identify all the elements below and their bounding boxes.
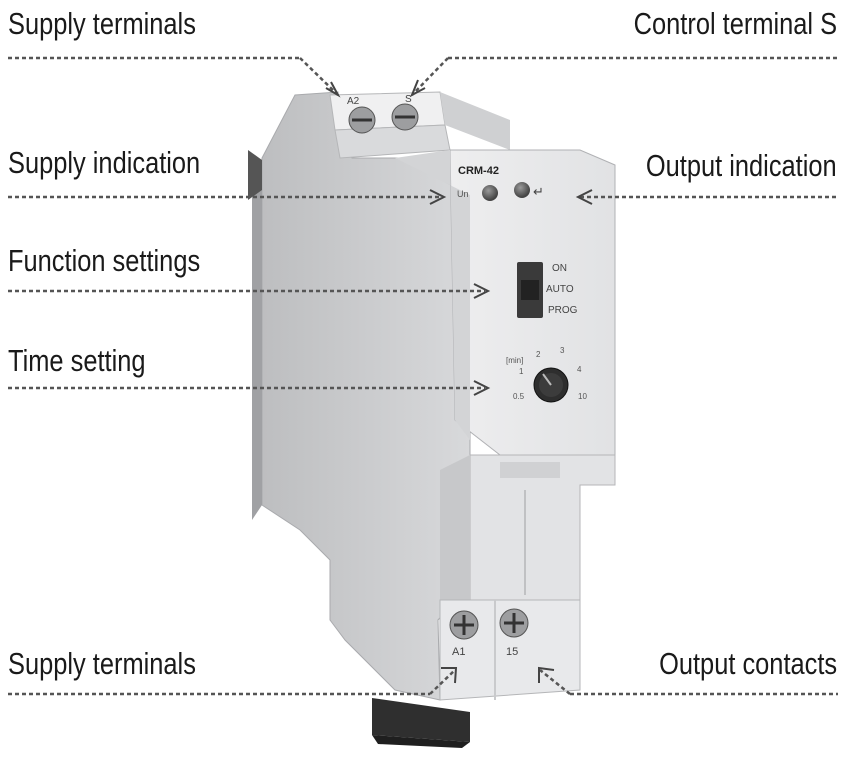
leader-supply-bottom-diag [429, 669, 456, 695]
function-switch[interactable] [517, 262, 543, 318]
terminal-label-a2: A2 [347, 96, 360, 107]
dial-scale-2: 2 [536, 350, 541, 359]
bottom-screw-15 [499, 608, 529, 638]
callout-function-settings: Function settings [8, 243, 201, 278]
terminal-label-15: 15 [506, 646, 518, 658]
callout-supply-terminals-top: Supply terminals [8, 6, 196, 41]
leader-lines [8, 56, 838, 696]
top-screw-a2 [348, 106, 376, 134]
callout-time-setting: Time setting [8, 343, 146, 378]
led-output-label: ↵ [533, 185, 544, 200]
model-label: CRM-42 [458, 165, 499, 177]
arrowheads [325, 79, 593, 684]
time-dial[interactable] [533, 367, 569, 403]
callout-supply-terminals-bottom: Supply terminals [8, 646, 196, 681]
arrow-time [473, 380, 491, 396]
arrow-supply-bottom [441, 667, 458, 684]
dial-scale-05: 0.5 [513, 392, 525, 401]
dial-scale-3: 3 [560, 346, 565, 355]
callout-supply-indication: Supply indication [8, 145, 201, 180]
switch-label-prog: PROG [548, 305, 578, 316]
arrow-control [410, 79, 426, 98]
led-output [514, 182, 530, 198]
led-supply-label: Un [457, 189, 469, 199]
relay-lower-body [439, 454, 616, 701]
relay-housing-side [248, 91, 471, 701]
switch-label-on: ON [552, 263, 567, 274]
leader-supply-top-diag [299, 57, 339, 96]
arrow-output-contacts [538, 666, 555, 683]
arrow-function [473, 283, 491, 299]
top-screw-s [391, 103, 419, 131]
terminal-label-s: S [405, 94, 412, 105]
arrow-supply-top [325, 81, 341, 98]
callout-control-terminal: Control terminal S [633, 6, 837, 41]
dial-scale-1: 1 [519, 367, 524, 376]
callout-output-contacts: Output contacts [658, 646, 837, 681]
switch-label-auto: AUTO [546, 284, 574, 295]
callout-output-indication: Output indication [646, 148, 837, 183]
dial-scale-4: 4 [577, 365, 582, 374]
led-supply [482, 185, 498, 201]
leader-control-diag [411, 57, 449, 96]
dial-scale-10: 10 [578, 392, 587, 401]
arrow-supply-ind [429, 189, 447, 205]
terminal-label-a1: A1 [452, 646, 465, 658]
arrow-output-ind [575, 189, 593, 205]
dial-unit-label: [min] [506, 356, 523, 365]
din-clip [372, 698, 470, 748]
bottom-screw-a1 [449, 610, 479, 640]
